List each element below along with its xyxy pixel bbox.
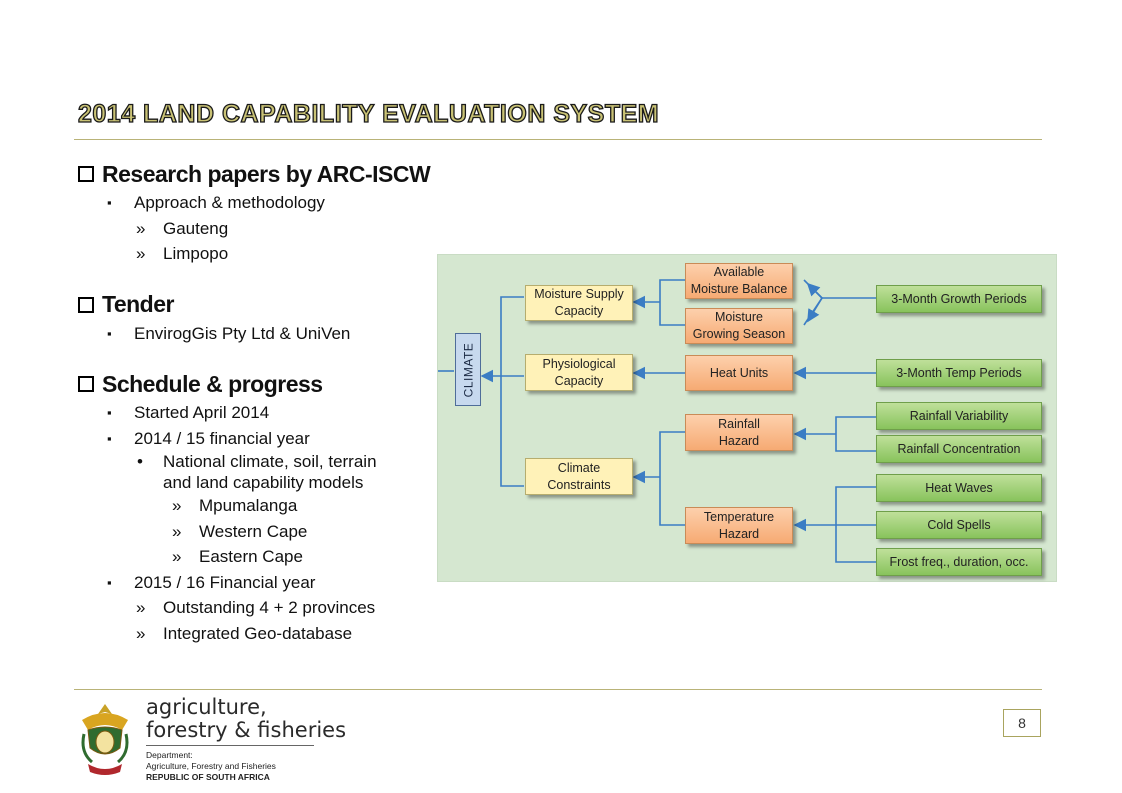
bullet-content: Research papers by ARC-ISCW Approach & m… — [78, 158, 438, 646]
page-number: 8 — [1003, 709, 1041, 737]
node-3-month-growth-periods: 3-Month Growth Periods — [876, 285, 1042, 313]
list-item-continuation: and land capability models — [163, 473, 364, 492]
slide-title: 2014 LAND CAPABILITY EVALUATION SYSTEM — [77, 99, 660, 128]
section-heading-tender: Tender — [78, 289, 438, 321]
footer-divider — [74, 689, 1042, 690]
list-item: Integrated Geo-database — [78, 621, 438, 647]
country-name: REPUBLIC OF SOUTH AFRICA — [146, 772, 270, 782]
list-item: National climate, soil, terrain — [78, 451, 438, 472]
list-item: Eastern Cape — [78, 544, 438, 570]
node-rainfall-concentration: Rainfall Concentration — [876, 435, 1042, 463]
list-item: Limpopo — [78, 241, 438, 267]
node-heat-waves: Heat Waves — [876, 474, 1042, 502]
list-item: Western Cape — [78, 519, 438, 545]
node-heat-units: Heat Units — [685, 355, 793, 391]
node-frost: Frost freq., duration, occ. — [876, 548, 1042, 576]
list-item: 2015 / 16 Financial year — [78, 570, 438, 596]
section-heading-research: Research papers by ARC-ISCW — [78, 158, 438, 190]
climate-root-node: CLIMATE — [455, 333, 481, 406]
node-rainfall-variability: Rainfall Variability — [876, 402, 1042, 430]
list-item: 2014 / 15 financial year — [78, 426, 438, 452]
list-item: Mpumalanga — [78, 493, 438, 519]
title-divider — [74, 139, 1042, 140]
node-3-month-temp-periods: 3-Month Temp Periods — [876, 359, 1042, 387]
list-item: Gauteng — [78, 216, 438, 242]
coat-of-arms-icon — [81, 704, 129, 775]
dept-full-name: Agriculture, Forestry and Fisheries — [146, 761, 276, 771]
dept-label: Department: — [146, 750, 193, 760]
checkbox-bullet-icon — [78, 376, 94, 392]
dept-name-line2: forestry & fisheries — [146, 718, 347, 742]
checkbox-bullet-icon — [78, 166, 94, 182]
list-item: Outstanding 4 + 2 provinces — [78, 595, 438, 621]
list-item: Approach & methodology — [78, 190, 438, 216]
node-cold-spells: Cold Spells — [876, 511, 1042, 539]
dept-name-line1: agriculture, — [146, 695, 267, 719]
section-heading-schedule: Schedule & progress — [78, 368, 438, 400]
diagram-connectors — [438, 279, 876, 563]
department-branding: agriculture, forestry & fisheries Depart… — [146, 696, 346, 783]
list-item: Started April 2014 — [78, 400, 438, 426]
list-item: EnvirogGis Pty Ltd & UniVen — [78, 321, 438, 347]
checkbox-bullet-icon — [78, 296, 94, 313]
